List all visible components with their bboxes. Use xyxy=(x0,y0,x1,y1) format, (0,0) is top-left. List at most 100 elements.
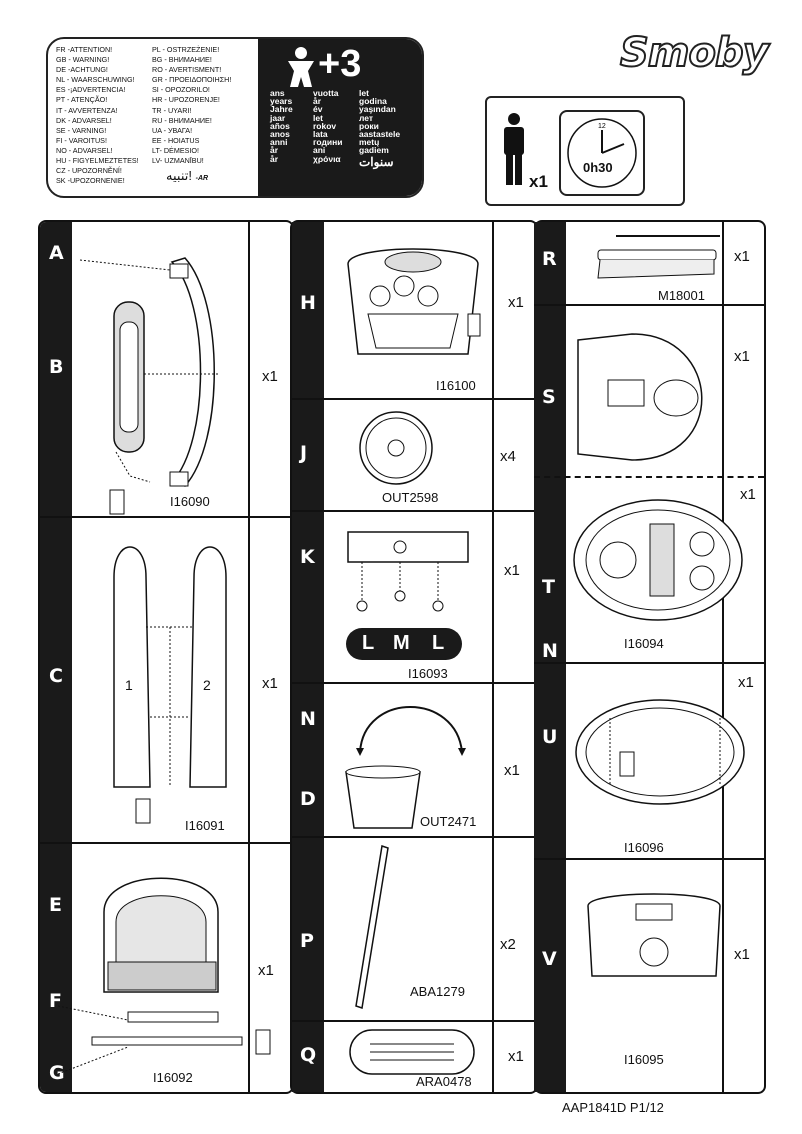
part-qty-u: x1 xyxy=(738,674,754,691)
sticker-illustration xyxy=(349,1029,475,1075)
age-word: lata xyxy=(313,129,328,140)
part-code-r: M18001 xyxy=(658,288,705,303)
age-word: år xyxy=(270,145,279,156)
age-word: gadiem xyxy=(359,145,389,156)
part-qty-c: x1 xyxy=(262,675,278,692)
part-letter-g: G xyxy=(49,1062,65,1084)
size-m: M xyxy=(393,632,410,654)
part-letter-n-2: N xyxy=(542,640,558,662)
part-qty-r: x1 xyxy=(734,248,750,265)
warning-line: SE - VARNING! xyxy=(56,125,107,135)
broom-illustration xyxy=(597,235,720,279)
warning-line: SK -UPOZORNENIE! xyxy=(56,176,125,186)
base-illustration xyxy=(57,877,271,1075)
assembly-time: 0h30 xyxy=(583,160,613,175)
age-word: years xyxy=(270,96,293,107)
warning-line: PL - OSTRZEŻENIE! xyxy=(152,45,220,54)
wheel-illustration xyxy=(359,411,433,485)
part-code-g: I16092 xyxy=(153,1070,193,1085)
divider xyxy=(40,842,292,844)
part-letter-u: U xyxy=(542,726,558,748)
age-word: години xyxy=(313,137,343,148)
letter-strip xyxy=(534,222,566,1092)
age-word: let xyxy=(359,88,369,98)
rails-illustration xyxy=(113,546,227,824)
svg-text:12: 12 xyxy=(598,123,606,130)
part-code-q: ARA0478 xyxy=(416,1074,472,1089)
part-letter-n: N xyxy=(300,708,316,730)
age-label: +3 xyxy=(318,43,362,85)
size-l-1: L xyxy=(362,632,375,654)
part-letter-h: H xyxy=(300,292,316,314)
divider xyxy=(492,222,494,1092)
warning-line: DK - ADVARSEL! xyxy=(56,115,112,125)
age-word: év xyxy=(313,104,323,115)
child-icon xyxy=(288,47,314,87)
rail-number-2: 2 xyxy=(203,677,211,693)
top-cover-illustration xyxy=(347,248,481,355)
part-qty-k: x1 xyxy=(504,562,520,579)
part-letter-c: C xyxy=(49,665,63,687)
rail-number-1: 1 xyxy=(125,677,133,693)
parts-column-1: A B C E F G x1 I16090 1 2 x1 I16091 xyxy=(38,220,294,1094)
part-qty-h: x1 xyxy=(508,294,524,311)
part-qty-d: x1 xyxy=(504,762,520,779)
warning-arabic: تنبيه! -AR xyxy=(166,168,209,184)
size-pill xyxy=(346,628,462,660)
warning-line: HU - FIGYELMEZTETES! xyxy=(56,156,139,166)
warning-list-2: PL - OSTRZEŻENIE! BG - ВНИМАНИЕ! RO - AV… xyxy=(152,45,262,184)
age-word: aastastele xyxy=(359,129,401,140)
part-code-p: ABA1279 xyxy=(410,984,465,999)
warning-line: GR - ΠΡΟΕΙΔΟΠΟΙΗΣΗ! xyxy=(152,75,232,85)
part-qty-s: x1 xyxy=(734,348,750,365)
part-letter-q: Q xyxy=(300,1044,317,1066)
warning-line: GB - WARNING! xyxy=(56,55,110,65)
age-word: år xyxy=(313,96,322,107)
part-letter-b: B xyxy=(49,356,64,378)
age-words-2: vuotta år év let rokov lata години ani χ… xyxy=(313,89,343,163)
part-qty-b: x1 xyxy=(262,368,278,385)
warning-line: ES -¡ADVERTENCIA! xyxy=(56,85,126,95)
size-l-2: L xyxy=(432,632,445,654)
divider xyxy=(292,836,536,838)
age-panel: +3 ans years Jahre jaar años anos anni å… xyxy=(258,39,422,196)
age-word: سنوات xyxy=(359,154,394,169)
dashed-divider xyxy=(534,476,764,478)
rack-illustration xyxy=(347,531,469,612)
parts-column-3: R S T N U V x1 M18001 x1 x1 I16094 x1 I1… xyxy=(534,220,766,1094)
clock-icon: 12 0h30 xyxy=(559,110,645,196)
age-word: rokov xyxy=(313,120,337,131)
part-letter-r: R xyxy=(542,248,557,270)
part-code-u: I16096 xyxy=(624,840,664,855)
warning-line: UA - УВАГА! xyxy=(152,125,193,135)
part-letter-j: J xyxy=(300,442,308,464)
bucket-illustration xyxy=(345,706,466,829)
age-word: роки xyxy=(359,120,379,131)
age-word: Jahre xyxy=(270,104,293,115)
part-qty-g: x1 xyxy=(258,962,274,979)
warning-line: NL - WAARSCHUWING! xyxy=(56,75,135,85)
part-code-v: I16095 xyxy=(624,1052,664,1067)
divider xyxy=(292,510,536,512)
age-word: ani xyxy=(313,145,326,156)
warning-list-1: FR -ATTENTION! GB - WARNING! DE -ACHTUNG… xyxy=(56,45,152,186)
age-word: yaşından xyxy=(359,104,396,115)
warning-box: FR -ATTENTION! GB - WARNING! DE -ACHTUNG… xyxy=(46,37,424,198)
page-footer: AAP1841D P1/12 xyxy=(562,1100,664,1115)
part-letter-s: S xyxy=(542,386,556,408)
divider xyxy=(40,516,292,518)
part-code-h: I16100 xyxy=(436,378,476,393)
warning-line: LT- DĖMESIO! xyxy=(152,145,199,155)
age-word: anni xyxy=(270,137,288,148)
divider xyxy=(292,1020,536,1022)
brand-logo: Smoby xyxy=(619,29,770,77)
letter-strip xyxy=(40,222,72,1092)
handle-illustration xyxy=(79,257,220,515)
divider xyxy=(534,304,764,306)
part-code-j: OUT2598 xyxy=(382,490,439,505)
warning-line: TR - UYARI! xyxy=(152,105,192,115)
person-icon xyxy=(504,113,524,185)
part-qty-t: x1 xyxy=(740,486,756,503)
age-word: jaar xyxy=(270,112,286,123)
part-code-t: I16094 xyxy=(624,636,664,651)
